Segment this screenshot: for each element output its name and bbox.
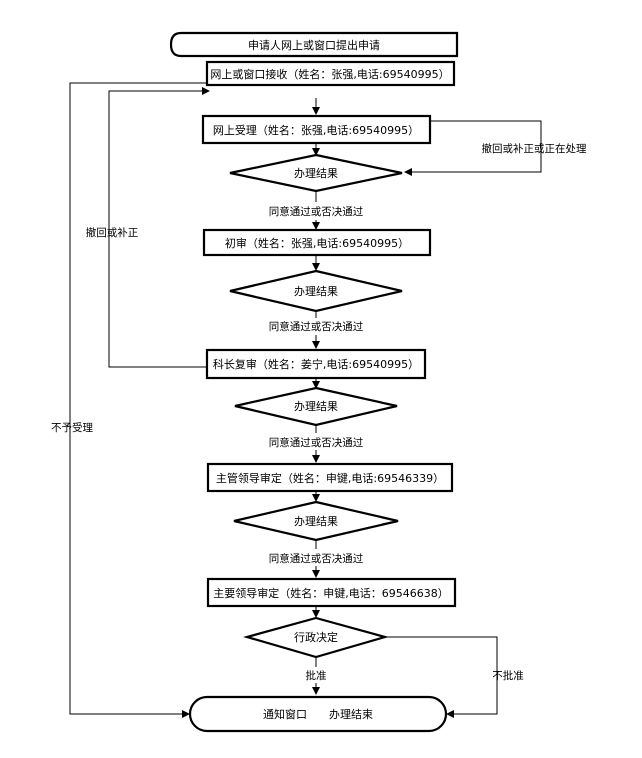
result-diamond-3: 办理结果 xyxy=(234,386,398,427)
supervisor-review-label: 主管领导审定（姓名：申键,电话:69546339） xyxy=(216,471,444,485)
end-label: 通知窗口 办理结束 xyxy=(263,707,373,721)
accept-node: 网上受理（姓名：张强,电话:69540995） xyxy=(201,114,432,145)
pass-2-label: 同意通过或否决通过 xyxy=(269,320,364,333)
accept-label: 网上受理（姓名：张强,电话:69540995） xyxy=(213,123,419,137)
receive-node: 网上或窗口接收（姓名：张强,电话:69540995） xyxy=(205,60,456,87)
receive-label: 网上或窗口接收（姓名：张强,电话:69540995） xyxy=(210,67,449,81)
result-4-label: 办理结果 xyxy=(294,515,338,528)
start-node: 申请人网上或窗口提出申请 xyxy=(169,31,459,58)
main-leader-review-label: 主要领导审定（姓名：申键,电话：69546638） xyxy=(213,586,448,600)
first-review-label: 初审（姓名：张强,电话:69540995） xyxy=(225,236,409,250)
result-3-label: 办理结果 xyxy=(294,400,338,413)
loop-not-accepted xyxy=(69,82,207,718)
decision-diamond: 行政决定 xyxy=(242,616,390,659)
not-approve-label: 不批准 xyxy=(492,669,524,682)
withdraw-correct-label: 撤回或补正 xyxy=(86,226,139,239)
end-node: 通知窗口 办理结束 xyxy=(188,695,448,733)
section-review-label: 科长复审（姓名：姜宁,电话:69540995） xyxy=(213,357,419,371)
not-accepted-label: 不予受理 xyxy=(51,422,93,434)
first-review-node: 初审（姓名：张强,电话:69540995） xyxy=(202,228,432,257)
main-leader-review-node: 主要领导审定（姓名：申键,电话：69546638） xyxy=(206,577,457,608)
withdraw-processing-label: 撤回或补正或正在处理 xyxy=(482,142,587,155)
result-1-label: 办理结果 xyxy=(294,167,338,180)
decision-label: 行政决定 xyxy=(294,630,338,644)
pass-3-label: 同意通过或否决通过 xyxy=(269,436,364,449)
approve-label: 批准 xyxy=(306,669,327,682)
loop-not-approved xyxy=(385,636,498,718)
result-diamond-2: 办理结果 xyxy=(229,269,403,313)
section-review-node: 科长复审（姓名：姜宁,电话:69540995） xyxy=(205,348,427,380)
pass-4-label: 同意通过或否决通过 xyxy=(269,552,364,565)
loop-withdraw-processing xyxy=(404,120,542,176)
loop-withdraw-correct xyxy=(108,87,210,368)
supervisor-review-node: 主管领导审定（姓名：申键,电话:69546339） xyxy=(206,462,454,493)
result-diamond-1: 办理结果 xyxy=(229,153,403,193)
pass-1-label: 同意通过或否决通过 xyxy=(269,205,364,218)
start-label: 申请人网上或窗口提出申请 xyxy=(248,38,380,52)
result-2-label: 办理结果 xyxy=(294,285,338,298)
result-diamond-4: 办理结果 xyxy=(233,500,399,542)
